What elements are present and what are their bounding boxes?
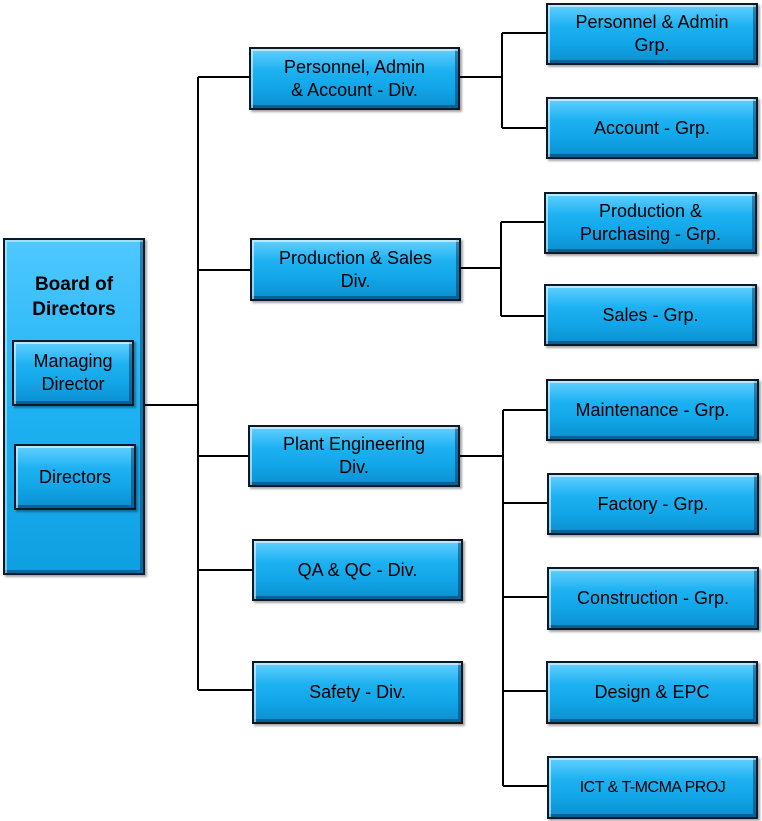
division-label: Personnel, Admin & Account - Div. [283, 56, 426, 100]
division-plant-engineering: Plant Engineering Div. [248, 425, 460, 487]
division-label: Plant Engineering Div. [282, 434, 426, 477]
managing-director-box: Managing Director [12, 340, 134, 406]
division-qa-qc: QA & QC - Div. [252, 539, 463, 601]
group-factory: Factory - Grp. [547, 473, 759, 535]
group-label: Personnel & Admin Grp. [575, 12, 729, 55]
division-label: Safety - Div. [309, 682, 406, 702]
directors-box: Directors [14, 444, 136, 510]
group-label: Maintenance - Grp. [575, 399, 730, 420]
group-label: Construction - Grp. [576, 588, 730, 608]
group-construction: Construction - Grp. [547, 567, 759, 630]
division-label: QA & QC - Div. [297, 559, 418, 580]
board-of-directors-box: Board of Directors Managing Director Dir… [3, 238, 145, 575]
division-personnel-admin-account: Personnel, Admin & Account - Div. [249, 47, 460, 110]
division-safety: Safety - Div. [252, 661, 463, 724]
group-design-epc: Design & EPC [546, 661, 758, 724]
group-sales: Sales - Grp. [544, 284, 757, 346]
division-label: Production & Sales Div. [278, 247, 433, 291]
group-label: ICT & T-MCMA PROJ [579, 779, 726, 796]
group-label: Sales - Grp. [602, 304, 699, 325]
managing-director-label: Managing Director [33, 351, 113, 394]
group-maintenance: Maintenance - Grp. [546, 379, 759, 441]
group-label: Design & EPC [594, 682, 710, 702]
division-production-sales: Production & Sales Div. [250, 238, 461, 301]
board-title: Board of Directors [32, 274, 116, 320]
group-label: Factory - Grp. [597, 493, 709, 514]
group-account: Account - Grp. [546, 97, 758, 159]
group-ict-t-mcma-proj: ICT & T-MCMA PROJ [547, 756, 758, 819]
group-personnel-admin: Personnel & Admin Grp. [546, 3, 758, 65]
group-label: Account - Grp. [593, 117, 711, 138]
directors-label: Directors [38, 466, 111, 487]
group-production-purchasing: Production & Purchasing - Grp. [544, 192, 757, 254]
group-label: Production & Purchasing - Grp. [579, 201, 722, 244]
